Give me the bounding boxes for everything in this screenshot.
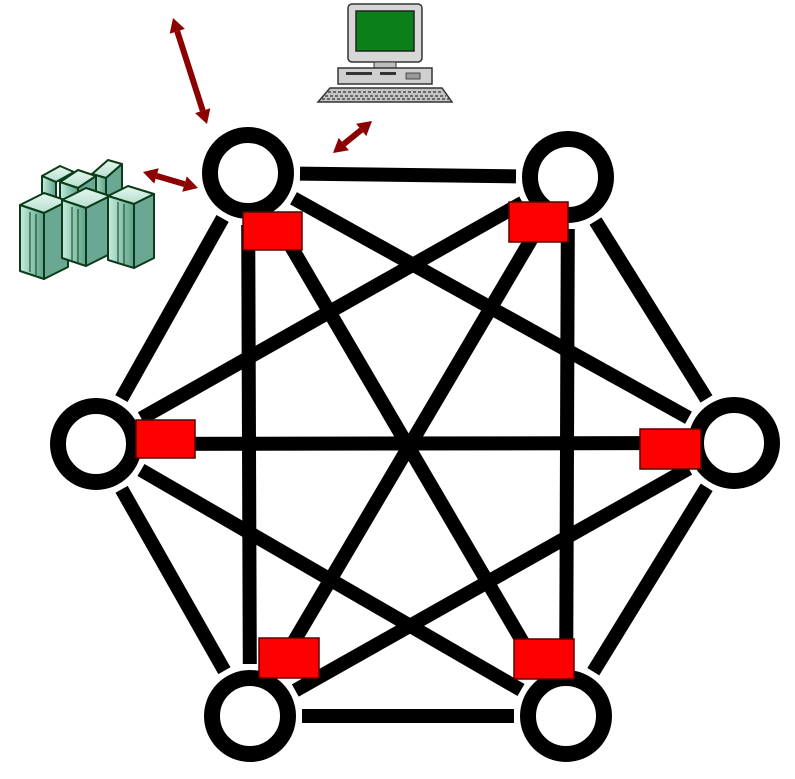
arrow-desktop-link-head-end — [333, 137, 349, 153]
ports-layer — [135, 201, 702, 680]
node-middle-left — [50, 398, 142, 490]
link-middle-right-to-bottom-right — [587, 483, 713, 676]
interface-box-top-right — [508, 201, 569, 243]
link-top-left-to-top-right — [299, 166, 517, 184]
arrow-server-link-shaft — [155, 173, 186, 187]
node-bottom-right — [520, 670, 612, 762]
interface-box-bottom-right — [513, 638, 575, 680]
arrow-server-link-head-end — [182, 176, 198, 192]
arrows-layer — [143, 18, 372, 192]
link-middle-right-to-bottom-left — [291, 462, 693, 697]
arrow-server-link-head-start — [143, 168, 159, 184]
nodes-layer — [50, 127, 780, 762]
interface-box-bottom-left — [258, 637, 320, 679]
desktop-computer-icon — [316, 3, 454, 103]
node-top-left — [202, 127, 294, 219]
link-middle-left-to-middle-right — [147, 436, 683, 451]
arrow-server-link — [143, 168, 198, 192]
arrow-desktop-link — [333, 121, 372, 153]
link-middle-left-to-bottom-left — [115, 485, 231, 675]
link-top-right-to-middle-left — [137, 196, 527, 425]
arrow-external-link-shaft — [174, 30, 206, 112]
node-middle-right — [688, 397, 780, 489]
arrow-external-link-head-end — [195, 108, 211, 124]
arrow-external-link — [169, 18, 211, 124]
server-rack-icon — [19, 159, 155, 280]
arrow-desktop-link-head-start — [356, 121, 372, 137]
interface-box-middle-left — [135, 419, 196, 459]
interface-box-top-left — [242, 211, 303, 251]
link-top-left-to-middle-left — [115, 214, 229, 403]
link-middle-left-to-bottom-right — [137, 463, 525, 697]
links-layer — [115, 166, 713, 723]
interface-box-middle-right — [639, 428, 702, 470]
link-top-right-to-middle-right — [589, 217, 713, 403]
arrow-desktop-link-shaft — [341, 127, 364, 147]
node-bottom-left — [204, 670, 296, 762]
arrow-external-link-head-start — [169, 18, 185, 34]
